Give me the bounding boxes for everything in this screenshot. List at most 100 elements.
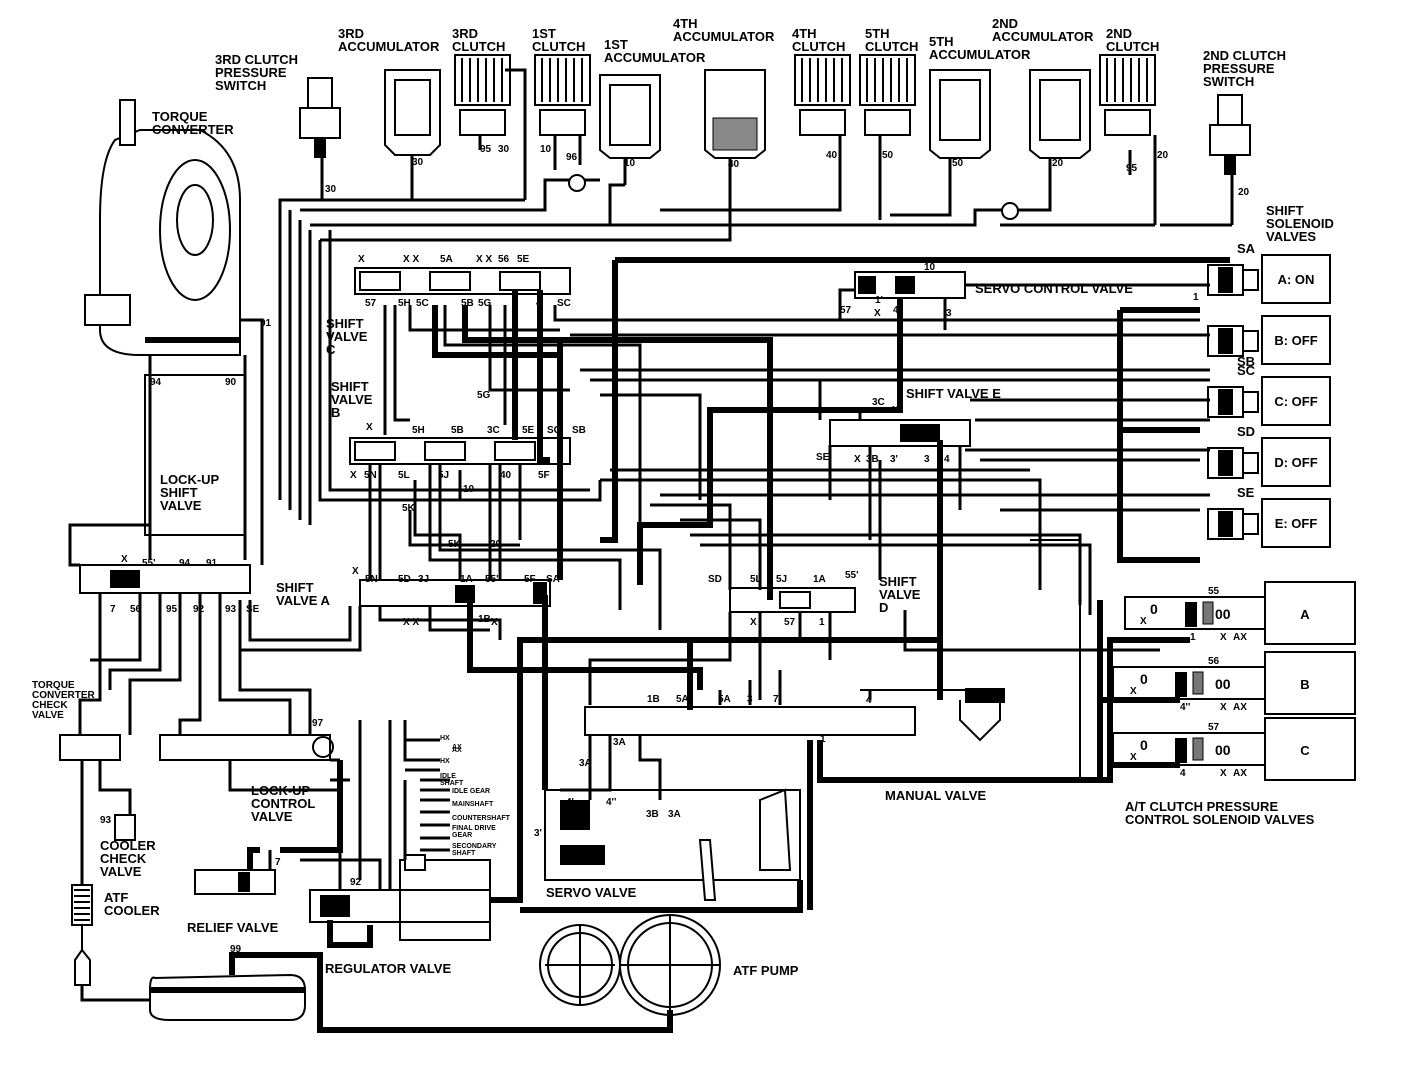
fluid-lines [68, 230, 1230, 948]
port-sc-top-5: 56 [498, 254, 510, 265]
port-sc-top-1: X [358, 254, 365, 265]
port-lockup-4: 91 [206, 558, 218, 569]
line-number-50b: 50 [952, 158, 964, 169]
label-relief: RELIEF VALVE [187, 920, 279, 935]
port-sa-top-8: 55' [485, 574, 499, 585]
port-se-8: 4 [944, 454, 950, 465]
port-shaft-1: AX [452, 744, 462, 751]
5th-accumulator [929, 69, 991, 200]
port-sa-bot-1: X X [403, 617, 419, 628]
4th-clutch [794, 54, 851, 200]
port-sd-7: 57 [784, 617, 796, 628]
regulator-valve [309, 854, 491, 941]
port-sb-bot-7: 5F [538, 470, 550, 481]
port-sb-top-5: 5E [522, 425, 535, 436]
port-lockup-3: 94 [179, 558, 191, 569]
port-sc-top-3: 5A [440, 254, 453, 265]
port-se-5: 3B [866, 454, 879, 465]
port-lockup-2: 55' [142, 558, 156, 569]
pressure-solenoid-b-port-label-1: X [1130, 686, 1137, 697]
port-sb-bot-3: 5L [398, 470, 410, 481]
port-servo-valve-5: 3' [534, 828, 542, 839]
port-sb-top-8: 5G [477, 390, 491, 401]
port-servo-ctrl-6: 3 [946, 308, 952, 319]
port-sd-3: 5J [776, 574, 787, 585]
port-sd-2: 5L [750, 574, 762, 585]
port-sd-5: 55' [845, 570, 859, 581]
pressure-solenoid-b-port-label-2: 0 [1140, 671, 1148, 687]
pressure-solenoid-c-port-label-5: AX [1233, 768, 1247, 779]
port-sa-top-4: 5N [365, 574, 378, 585]
line-number-99: 99 [230, 944, 242, 955]
shaft-label-3: MAINSHAFT [452, 801, 494, 808]
port-sc-bot-2: 5H [398, 298, 411, 309]
port-servo-ctrl-2: 57 [840, 305, 852, 316]
atf-strainer [149, 952, 673, 1033]
pressure-solenoid-label-c: C [1300, 743, 1310, 758]
shift-valve-d [729, 587, 856, 613]
shift-solenoid-port-4: SD [1237, 424, 1255, 439]
port-sc-top-4: X X [476, 254, 492, 265]
port-servo-valve-4: 3A [668, 809, 681, 820]
shift-solenoid-label-2: B: OFF [1274, 333, 1317, 348]
line-number-92: 92 [350, 877, 362, 888]
port-sb-bot-6: 40 [500, 470, 512, 481]
port-sa-top-6: 3J [418, 574, 429, 585]
pressure-solenoid-label-a: A [1300, 607, 1310, 622]
servo-valve [544, 788, 801, 901]
port-sa-bot-3: X [491, 617, 498, 628]
line-number-20a: 20 [1052, 158, 1064, 169]
line-number-90: 90 [225, 377, 237, 388]
port-lockup-5: 7 [110, 604, 116, 615]
port-sd-8: 1 [819, 617, 825, 628]
port-servo-ctrl-3: X [874, 308, 881, 319]
port-sc-bot-1: 57 [365, 298, 377, 309]
port-manual-2: 5A [676, 694, 689, 705]
shift-solenoid-label-3: C: OFF [1274, 394, 1317, 409]
shift-solenoid-3: C: OFF SC [1207, 363, 1331, 426]
line-number-91: 91 [260, 318, 272, 329]
port-manual-7: 1 [820, 734, 826, 745]
label-shift-e: SHIFT VALVE E [906, 386, 1001, 401]
port-sa-top-1: X [352, 566, 359, 577]
lock-up-control-valve [159, 734, 334, 761]
port-lockup-6: 56 [130, 604, 142, 615]
shift-solenoid-port-3: SC [1237, 363, 1256, 378]
line-number-10a: 10 [540, 144, 552, 155]
shift-valve-e [829, 419, 971, 447]
shift-solenoid-port-2: SB [1237, 354, 1255, 369]
pressure-solenoid-a-port-label-4: X [1220, 632, 1227, 643]
line-number-40b: 40 [826, 150, 838, 161]
port-sc-bot-4: 5B [461, 298, 474, 309]
line-number-30b: 30 [412, 157, 424, 168]
port-sb-bot-4: 5J [438, 470, 449, 481]
pressure-solenoid-port-c: 57 [1208, 722, 1220, 733]
port-sc-top-2: X X [403, 254, 419, 265]
port-sc-bot-6: 4 [536, 298, 542, 309]
port-shaft-2: HX [440, 735, 450, 742]
port-lockup-9: 93 [225, 604, 237, 615]
line-number-93: 93 [100, 815, 112, 826]
line-number-20b: 20 [1157, 150, 1169, 161]
port-sb-top-3: 5B [451, 425, 464, 436]
pressure-solenoid-c-port-label-1: X [1130, 752, 1137, 763]
shift-solenoid-label-5: E: OFF [1275, 516, 1318, 531]
pressure-solenoid-b-vents: 00 [1215, 676, 1231, 692]
label-servo-control: SERVO CONTROL VALVE [975, 281, 1133, 296]
port-sa-top-3: 20 [490, 539, 502, 550]
port-sb-top-2: 5H [412, 425, 425, 436]
port-sa-top-7: 1A [460, 574, 473, 585]
pressure-solenoid-b-port-label-5: AX [1233, 702, 1247, 713]
shaft-label-4: COUNTERSHAFT [452, 815, 511, 822]
